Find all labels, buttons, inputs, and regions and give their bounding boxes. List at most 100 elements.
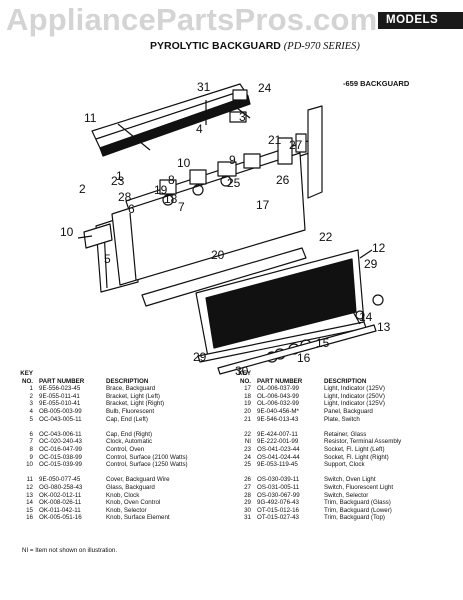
callout-label: 12 [372,241,386,255]
part-key-no: 11 [26,476,33,484]
part-number: OL-006-043-99 [257,392,299,400]
parts-row: 14 OK-008-026-11 Knob, Oven Control [18,499,188,507]
part-description: Light, Indicator (125V) [324,400,385,408]
part-key-no: 3 [29,400,33,408]
part-number [39,423,106,431]
part-number: OC-043-005-11 [39,415,82,423]
part-number: OC-015-038-99 [39,453,82,461]
footnote: NI = Item not shown on illustration. [22,547,118,554]
part-number: 9E-055-010-41 [39,400,81,408]
key-header-top: KEY [20,370,33,377]
callout-label: 25 [227,176,241,190]
callout-label: 26 [276,173,290,187]
part-number: OS-041-023-44 [257,445,300,453]
callout-label: 2 [79,182,86,196]
part-number: OT-015-027-43 [257,514,299,522]
part-description: Panel, Backguard [324,407,373,415]
part-number: 9E-040-456-M* [257,407,299,415]
part-description: Switch, Selector [324,491,369,499]
part-number: OK-011-042-11 [39,506,81,514]
exploded-parts-diagram: 31 24 11 3 4 1 10 9 8 21 27 26 2 23 25 2… [60,80,391,378]
part-key-no: 16 [26,514,33,522]
part-description: Bulb, Fluorescent [106,407,155,415]
part-number: OC-015-039-99 [39,461,82,469]
part-description: Plate, Switch [324,415,360,423]
callout-label: 8 [168,173,175,187]
part-number: OC-016-047-99 [39,445,82,453]
part-description: Switch, Oven Light [324,476,376,484]
part-number: 9E-424-007-11 [257,430,298,438]
part-description: Cap, End (Left) [106,415,148,423]
callout-labels: 31 24 11 3 4 1 10 9 8 21 27 26 2 23 25 2… [60,80,391,378]
part-description: Bracket, Light (Left) [106,392,160,400]
part-key-no: 23 [244,445,251,453]
part-key-no [236,423,257,431]
part-description: Trim, Backguard (Glass) [324,499,391,507]
watermark: AppliancePartsPros.com [6,2,378,37]
callout-label: 3 [239,110,246,124]
part-key-no: NI [244,438,251,446]
callout-label: 21 [268,133,282,147]
part-description: Cap, End (Right) [106,430,153,438]
part-number: 9E-546-013-43 [257,415,299,423]
callout-label: 22 [319,230,333,244]
part-number: 9E-053-119-45 [257,461,298,469]
callout-label: 20 [211,248,225,262]
part-description: Knob, Oven Control [106,499,161,507]
part-number: 9E-222-001-99 [257,438,299,446]
part-key-no: 13 [26,491,33,499]
part-number: 9E-055-011-41 [39,392,80,400]
callout-label: 28 [118,190,132,204]
title-main: PYROLYTIC BACKGUARD [150,40,281,52]
part-key-no: 15 [26,506,33,514]
part-key-no: 31 [244,514,251,522]
part-description: Trim, Backguard (Lower) [324,506,392,514]
part-key-no: 7 [29,438,33,446]
page-title: PYROLYTIC BACKGUARD (PD-970 SERIES) [150,40,360,52]
part-key-no: 14 [26,499,33,507]
part-description: Clock, Automatic [106,438,153,446]
callout-label: 15 [316,336,330,350]
part-number [39,469,106,477]
parts-row [236,469,401,477]
callout-label: 23 [111,174,125,188]
part-description: Knob, Selector [106,506,147,514]
part-description: Glass, Backguard [106,483,155,491]
part-description: Brace, Backguard [106,385,156,393]
part-key-no: 12 [26,483,33,491]
part-key-no: 28 [244,491,251,499]
part-key-no: 6 [29,430,33,438]
part-description: Switch, Fluorescent Light [324,483,394,491]
callout-label: 16 [297,351,311,365]
part-description: Light, Indicator (125V) [324,385,385,393]
callout-label: 17 [256,198,270,212]
callout-label: 10 [177,156,191,170]
models-tab: MODELS [378,12,463,29]
part-key-no: 22 [244,430,251,438]
part-number: OB-005-003-99 [39,407,82,415]
key-header-top: KEY [238,370,251,377]
part-number: OK-002-012-11 [39,491,82,499]
part-key-no [18,469,39,477]
part-key-no: 19 [244,400,251,408]
key-header: NO. PART NUMBER DESCRIPTION [21,377,149,385]
part-key-no: 26 [244,476,251,484]
part-number: OK-008-026-11 [39,499,82,507]
